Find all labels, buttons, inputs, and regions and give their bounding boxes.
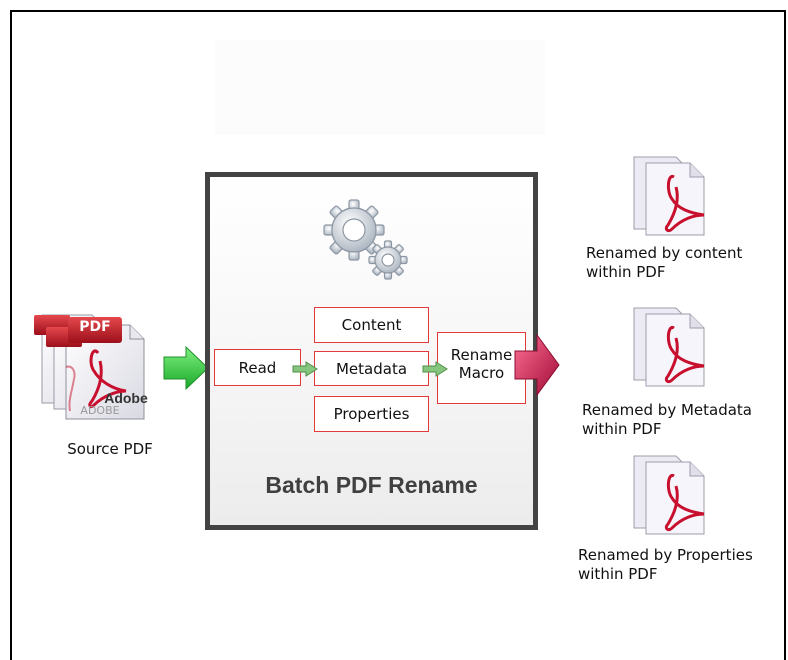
connector-arrow-icon bbox=[292, 361, 318, 377]
output-arrow-icon bbox=[514, 333, 560, 397]
source-pdf-label: Source PDF bbox=[67, 440, 153, 458]
adobe-label: Adobe bbox=[104, 390, 148, 406]
svg-text:ADOBE: ADOBE bbox=[80, 404, 119, 417]
input-arrow-icon bbox=[163, 345, 209, 391]
gears-icon bbox=[323, 199, 408, 280]
output-label-line: Renamed by Metadata bbox=[582, 401, 753, 419]
rename-macro-step-label: Rename Macro bbox=[450, 346, 513, 382]
output-label-line: within PDF bbox=[578, 565, 658, 583]
metadata-step-box: Metadata bbox=[314, 351, 429, 386]
panel-title: Batch PDF Rename bbox=[265, 472, 478, 498]
pdf-document-icon bbox=[633, 455, 705, 535]
output-label-line: Renamed by Properties bbox=[578, 546, 753, 564]
output-label-line: within PDF bbox=[582, 420, 662, 438]
pdf-document-icon bbox=[633, 307, 705, 387]
properties-step-label: Properties bbox=[333, 405, 410, 423]
content-step-label: Content bbox=[341, 316, 402, 334]
pdf-tag-label: PDF bbox=[79, 319, 111, 335]
content-step-box: Content bbox=[314, 307, 429, 343]
output-label-content: Renamed by content within PDF bbox=[586, 244, 742, 282]
rename-macro-step-box: Rename Macro bbox=[437, 332, 526, 404]
pdf-document-icon bbox=[633, 156, 705, 236]
output-label-line: within PDF bbox=[586, 263, 666, 281]
read-step-label: Read bbox=[238, 358, 277, 377]
blank-area bbox=[215, 40, 545, 135]
pdf-stack-icon: ADOBE bbox=[34, 314, 145, 420]
output-label-line: Renamed by content bbox=[586, 244, 743, 262]
connector-arrow-icon bbox=[422, 361, 448, 377]
output-label-properties: Renamed by Properties within PDF bbox=[578, 546, 753, 584]
read-step-box: Read bbox=[214, 349, 301, 386]
metadata-step-label: Metadata bbox=[335, 359, 408, 378]
properties-step-box: Properties bbox=[314, 396, 429, 432]
output-label-metadata: Renamed by Metadata within PDF bbox=[582, 401, 752, 439]
